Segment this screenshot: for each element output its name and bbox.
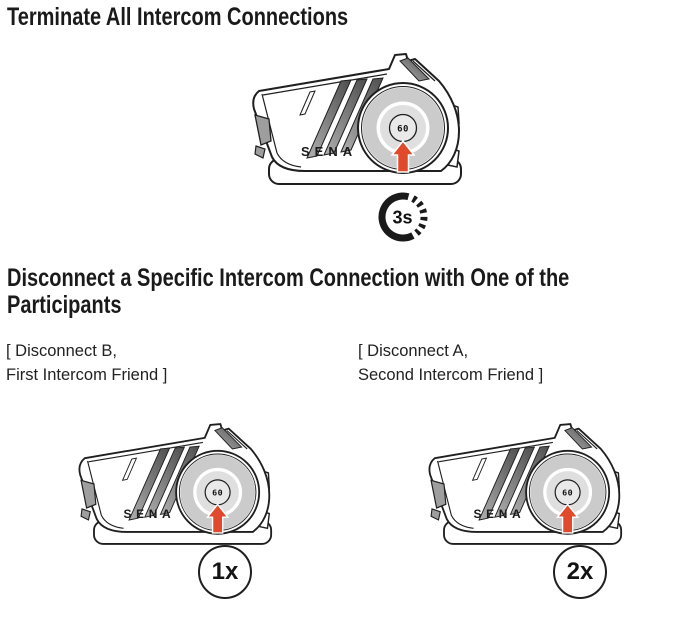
tap-1x-label: 1x	[211, 558, 239, 585]
device-illustration-disconnect-a	[420, 423, 623, 545]
tap-2x-label: 2x	[566, 558, 594, 585]
device-illustration-disconnect-b	[70, 423, 273, 545]
caption-disconnect-a-line1: [ Disconnect A,	[358, 342, 469, 360]
tap-2x-badge: 2x	[553, 545, 607, 599]
terminate-heading: Terminate All Intercom Connections	[7, 3, 349, 31]
caption-disconnect-a: [ Disconnect A, Second Intercom Friend ]	[358, 339, 543, 387]
disconnect-heading-line1: Disconnect a Specific Intercom Connectio…	[7, 264, 570, 292]
timer-dashed-arc	[411, 195, 428, 236]
caption-disconnect-b-line1: [ Disconnect B,	[6, 342, 117, 360]
hold-3s-icon: 3s	[378, 192, 428, 242]
tap-1x-badge: 1x	[198, 545, 252, 599]
caption-disconnect-a-line2: Second Intercom Friend ]	[358, 366, 544, 384]
disconnect-heading: Disconnect a Specific Intercom Connectio…	[7, 265, 569, 319]
caption-disconnect-b-line2: First Intercom Friend ]	[6, 366, 168, 384]
hold-duration-label: 3s	[392, 208, 412, 228]
timer-solid-arc	[378, 192, 415, 242]
caption-disconnect-b: [ Disconnect B, First Intercom Friend ]	[6, 339, 167, 387]
disconnect-heading-line2: Participants	[7, 291, 122, 319]
device-illustration-terminate	[243, 53, 463, 185]
